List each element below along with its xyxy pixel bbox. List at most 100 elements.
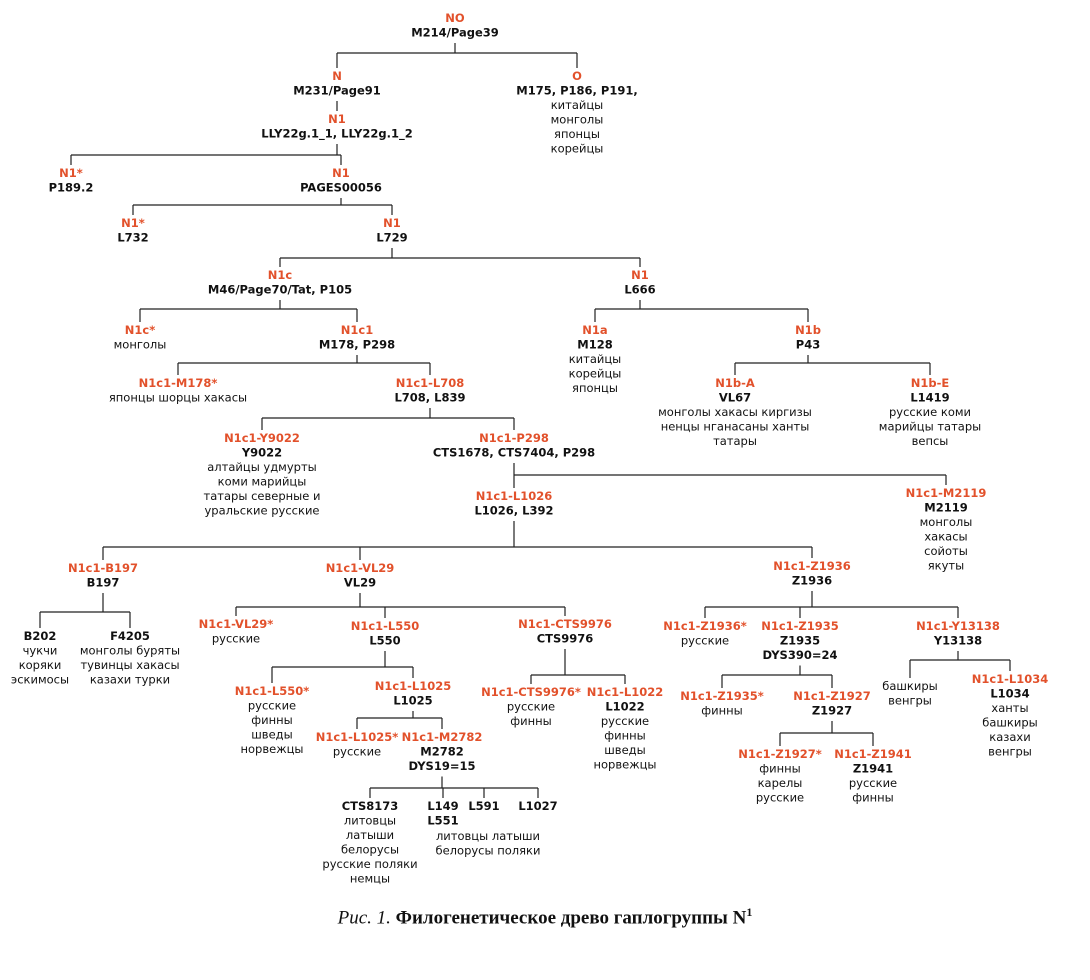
population-label: норвежцы bbox=[594, 758, 657, 772]
haplogroup-label: N1c1-L1022 bbox=[587, 685, 664, 699]
haplogroup-label: N1* bbox=[121, 216, 145, 230]
population-label: русские bbox=[756, 791, 804, 805]
population-label: белорусы bbox=[341, 843, 399, 857]
haplogroup-label: N1c1-Z1927* bbox=[738, 747, 822, 761]
marker-label: L149 bbox=[427, 799, 458, 813]
haplogroup-label: N1c1-VL29* bbox=[199, 617, 274, 631]
population-label: финны bbox=[510, 714, 551, 728]
marker-label: P189.2 bbox=[49, 181, 94, 195]
population-label: финны bbox=[852, 791, 893, 805]
haplogroup-label: N1c1-L708 bbox=[396, 376, 465, 390]
haplogroup-label: N1c1-P298 bbox=[479, 431, 549, 445]
population-label: венгры bbox=[988, 745, 1032, 759]
haplogroup-label: N1c1-M178* bbox=[139, 376, 218, 390]
haplogroup-label: N1 bbox=[631, 268, 649, 282]
haplogroup-label: N1c1 bbox=[341, 323, 373, 337]
caption-prefix: Рис. 1. bbox=[337, 907, 391, 929]
marker-label: L1022 bbox=[605, 700, 644, 714]
haplogroup-label: N1c1-Z1941 bbox=[834, 747, 912, 761]
marker-label: Y13138 bbox=[933, 634, 982, 648]
population-label: корейцы bbox=[551, 142, 604, 156]
marker-label: DYS19=15 bbox=[409, 759, 476, 773]
haplogroup-label: N1c bbox=[268, 268, 293, 282]
haplogroup-label: N1c* bbox=[125, 323, 155, 337]
population-label: хакасы bbox=[924, 530, 967, 544]
marker-label: M2782 bbox=[420, 745, 463, 759]
haplogroup-label: N1b-E bbox=[911, 376, 950, 390]
population-label: латыши bbox=[346, 828, 394, 842]
population-label: русские коми bbox=[889, 405, 971, 419]
haplogroup-label: N1 bbox=[383, 216, 401, 230]
population-label: монголы bbox=[551, 113, 604, 127]
tree-node-n1s-l732: N1*L732 bbox=[117, 216, 148, 245]
haplogroup-label: N1c1-B197 bbox=[68, 561, 138, 575]
population-label: вепсы bbox=[912, 434, 949, 448]
population-label: русские bbox=[333, 745, 381, 759]
marker-label: B202 bbox=[24, 629, 57, 643]
marker-label: M46/Page70/Tat, P105 bbox=[208, 283, 352, 297]
marker-label: Z1936 bbox=[792, 574, 832, 588]
population-label: алтайцы удмурты bbox=[207, 460, 317, 474]
marker-label: L732 bbox=[117, 231, 148, 245]
haplogroup-label: N1c1-L550* bbox=[235, 684, 310, 698]
haplogroup-label: N1c1-L1034 bbox=[972, 672, 1049, 686]
haplogroup-label: N1c1-CTS9976* bbox=[481, 685, 581, 699]
population-label: белорусы поляки bbox=[436, 844, 541, 858]
haplogroup-label: N1c1-VL29 bbox=[326, 561, 395, 575]
marker-label: M128 bbox=[577, 338, 612, 352]
tree-node-n1c1-m178s: N1c1-M178*японцы шорцы хакасы bbox=[109, 376, 247, 405]
tree-node-l591: L591 bbox=[468, 799, 499, 813]
tree-node-n1s-p189: N1*P189.2 bbox=[49, 166, 94, 195]
marker-label: CTS9976 bbox=[537, 632, 594, 646]
population-label: русские поляки bbox=[322, 857, 417, 871]
population-label: японцы bbox=[554, 127, 600, 141]
caption-text: Филогенетическое древо гаплогруппы N bbox=[395, 907, 747, 929]
marker-label: M231/Page91 bbox=[293, 84, 381, 98]
population-label: татары северные и bbox=[204, 489, 321, 503]
marker-label: F4205 bbox=[110, 629, 150, 643]
marker-label: M178, P298 bbox=[319, 338, 395, 352]
marker-label: L591 bbox=[468, 799, 499, 813]
population-label: японцы шорцы хакасы bbox=[109, 391, 247, 405]
marker-label: L666 bbox=[624, 283, 655, 297]
haplogroup-label: N1c1-M2782 bbox=[402, 730, 483, 744]
population-label: финны bbox=[759, 762, 800, 776]
population-label: русские bbox=[681, 634, 729, 648]
tree-node-l1027: L1027 bbox=[518, 799, 557, 813]
haplogroup-label: N1* bbox=[59, 166, 83, 180]
haplogroup-label: N1 bbox=[328, 112, 346, 126]
tree-node-z1935s: N1c1-Z1935*финны bbox=[680, 689, 764, 718]
tree-node-l1025s: N1c1-L1025*русские bbox=[316, 730, 399, 759]
population-label: коряки bbox=[19, 658, 62, 672]
tree-node-n1cs: N1c*монголы bbox=[114, 323, 167, 352]
haplogroup-label: N1c1-Z1936* bbox=[663, 619, 747, 633]
population-label: финны bbox=[251, 713, 292, 727]
population-label: шведы bbox=[604, 743, 645, 757]
population-label: марийцы татары bbox=[879, 420, 981, 434]
marker-label: M175, P186, P191, bbox=[516, 84, 637, 98]
marker-label: DYS390=24 bbox=[763, 648, 838, 662]
population-label: сойоты bbox=[924, 544, 968, 558]
marker-label: M214/Page39 bbox=[411, 26, 499, 40]
haplogroup-label: N1c1-Z1935* bbox=[680, 689, 764, 703]
